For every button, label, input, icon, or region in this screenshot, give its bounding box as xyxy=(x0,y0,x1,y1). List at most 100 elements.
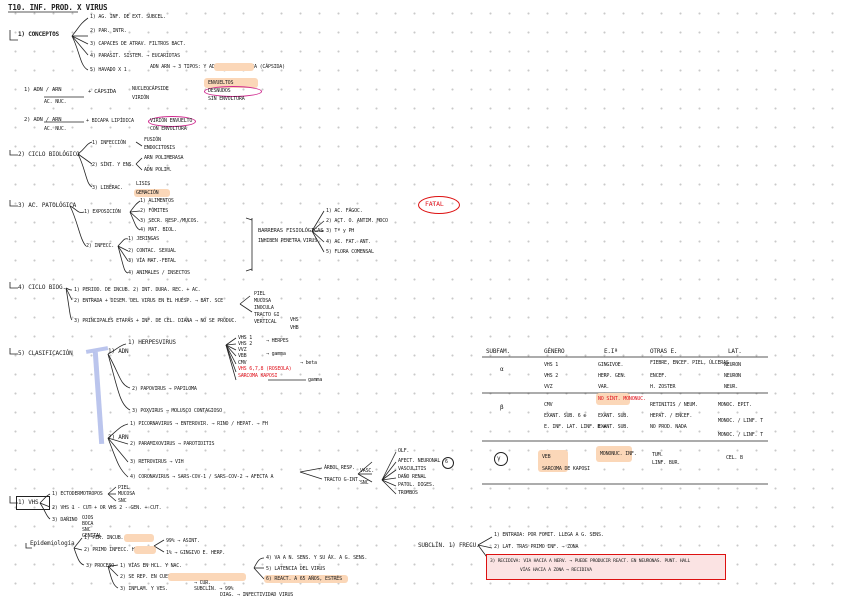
concepts-header: 1) CONCEPTOS xyxy=(18,31,59,38)
adn-item: 2) PAPOVIRUS → PAPILOMA xyxy=(132,386,197,392)
table-cell: CMV xyxy=(544,402,553,408)
herpes-red: SARCOMA KAPOSI xyxy=(238,373,278,379)
exposure: 1) EXPOSICIÓN xyxy=(84,209,121,215)
virion-out2: DESNUDOS xyxy=(208,88,231,94)
barrier-item: 3) Tª y PH xyxy=(326,228,355,234)
table-header: SUBFAM. xyxy=(486,348,510,355)
corona-target: SNC xyxy=(360,480,369,486)
table-cell: FIEBRE, ENCEF. PIEL, ÚLCERAS xyxy=(650,360,729,366)
table-cell: VAR. xyxy=(598,384,610,390)
epi-step: 5) LATENCIA DEL VIRUS xyxy=(266,566,326,572)
corona-target: ÁRBOL RESP. xyxy=(324,465,355,471)
barriers-sub: INHIBEN PENETRA VIRUS xyxy=(258,238,318,244)
highlight-gemacion xyxy=(134,189,170,197)
highlight-envueltos xyxy=(204,78,258,88)
circle-note: 6 xyxy=(445,459,448,465)
corona-effect: TROMBOS xyxy=(398,490,418,496)
cycle-branch: 1) INFECCIÓN xyxy=(92,140,126,146)
viroid-out2: CON ENVOLTURA xyxy=(150,126,187,132)
table-cell: TUM. xyxy=(652,452,664,458)
vhs-side: OJOS xyxy=(82,515,94,521)
proceso-item: 1) VÍAS EN HCL. Y NAC. xyxy=(120,563,182,569)
page-title: T10. INF. PROD. X VIRUS xyxy=(8,3,108,12)
bio-item: 3) PRINCIPALES ETAPAS + INF. DE CEL. DIA… xyxy=(74,318,237,324)
barrier-item: 4) AC. FAT. ANT. xyxy=(326,239,371,245)
subclin-item: VÍAS HACIA A ZONA → RECIDIVA xyxy=(520,568,592,573)
arn-item: 4) CORONAVIRUS → SARS-COV-1 / SARS-COV-2… xyxy=(130,474,274,480)
table-cell: MONOC. EPIT. xyxy=(718,402,752,408)
adn-item: 1) HERPESVIRUS xyxy=(128,339,176,346)
herpes-red: VHS 6,7,8 (ROSEOLA) xyxy=(238,366,292,372)
barriers: BARRERAS FISIOLÓGICAS xyxy=(258,228,324,234)
table-cell: EXANT. SUB. xyxy=(598,424,629,430)
vhs-item: 1) ECTODERMOTROPOS xyxy=(52,491,103,497)
alert-circle xyxy=(418,196,460,214)
concept-item: 5) HAVADO X 1 xyxy=(90,67,127,73)
table-cell: NO PROD. NADA xyxy=(650,424,687,430)
herpes-virus: VHS 2 xyxy=(238,341,253,347)
table-row: γ xyxy=(497,455,501,462)
subclin-item: 3) RECIDIVA: VIA HACIA A NERV. → PUEDE P… xyxy=(490,559,691,564)
vhs-item: 3) DAÑINO xyxy=(52,517,78,523)
virion-out3: SIN ENVOLTURA xyxy=(208,96,245,102)
pathogenic-header: 3) AC. PATOLÓGICA xyxy=(18,202,77,209)
herpes-note: → HERPES xyxy=(266,338,289,344)
virion-right-top: NUCLEOCÁPSIDE xyxy=(132,86,169,92)
corona-effect: OLF. xyxy=(398,448,410,454)
proceso-sub: DIAG. → INFECTIVIDAD VIRUS xyxy=(220,592,294,598)
proceso-item: 2) SE REP. EN CUELLO RU. ó ENDOCE xyxy=(120,574,213,580)
table-cell: NEURON xyxy=(724,362,741,368)
table-cell: NEUR. xyxy=(724,384,739,390)
vhs2: VHS 2 - GEN. + CUT. xyxy=(108,505,162,511)
table-header: GÉNERO xyxy=(544,348,565,355)
corona-effect: AFECT. NEURONAL xyxy=(398,458,441,464)
table-cell: RETINITIS / NEUM. xyxy=(650,402,698,408)
infection-item: 2) CONTAC. SEXUAL xyxy=(128,248,176,254)
barrier-item: 2) ACT. O. ANTIM. MOCO xyxy=(326,218,388,224)
table-cell: EXANT. SUB. xyxy=(598,413,629,419)
epi-form: 99% → ASINT. xyxy=(166,538,200,544)
infection-item: 1) JERINGAS xyxy=(128,236,159,242)
alert-text: FATAL xyxy=(425,200,444,208)
highlight-react xyxy=(264,575,348,583)
circle-marker xyxy=(494,452,508,466)
table-row: β xyxy=(500,404,504,411)
cycle-sub: ENDOCITOSIS xyxy=(144,145,175,151)
concept-item: 3) CAPACES DE ATRAV. FILTROS BACT. xyxy=(90,41,186,47)
pink-circle xyxy=(204,86,262,97)
concept-item: 1) AG. INF. DE EXT. SUBCEL. xyxy=(90,14,166,20)
epi-step: 6) REACT. A 65 AÑOS, ESTRÉS xyxy=(266,576,342,582)
barrier-item: 5) FLORA COMENSAL xyxy=(326,249,374,255)
cycle-branch: 3) LIBERAC. xyxy=(92,185,123,191)
subclin-header: SUBCLÍN. 1) FRECU. xyxy=(418,542,480,549)
arn-item: 3) RETROVIRUS → VIH xyxy=(130,459,184,465)
infection: 2) INFECC. xyxy=(86,243,115,249)
viroid-mid: + BICAPA LIPÍDICA xyxy=(86,118,134,124)
bio-cycle-header: 4) CICLO BIOG. xyxy=(18,284,66,291)
table-cell: ENCEF. xyxy=(650,373,667,379)
cycle-header: 2) CICLO BIOLÓGICO xyxy=(18,151,80,158)
table-cell: VHS 2 xyxy=(544,373,559,379)
arn-item: 1) PICORNAVIRUS → ENTEROVIR. → RINO / HE… xyxy=(130,421,268,427)
cycle-sub: LISIS xyxy=(136,181,151,187)
vhs-header: 1) VHS xyxy=(18,499,39,506)
corona-effect: PATOL. DIGES. xyxy=(398,482,435,488)
table-cell: H. ZOSTER xyxy=(650,384,676,390)
table-cell: EXANT. SUB. 6 ⊕ xyxy=(544,413,587,419)
exposure-item: 4) MAT. BIOL. xyxy=(140,227,177,233)
circle-marker xyxy=(442,457,454,469)
concept-item: 2) PAR. INTR. xyxy=(90,28,127,34)
epi-item: 1) PER. INCUB. 7 DÍAS xyxy=(84,535,144,541)
adn-label: 1) ADN xyxy=(108,348,129,355)
recidiva-box xyxy=(486,554,726,580)
highlight-mononuc-inf xyxy=(596,446,632,462)
exposure-item: 3) SECR. RESP./MUCOS. xyxy=(140,218,200,224)
table-cell: VHS 1 xyxy=(544,362,559,368)
proceso-item: 3) INFLAM. Y VES. xyxy=(120,586,168,592)
corona-effect: DAÑO RENAL xyxy=(398,474,427,480)
table-cell: MONONUC. INF. xyxy=(600,451,637,457)
table-row: α xyxy=(500,366,504,373)
highlight-cuello xyxy=(168,573,246,581)
epi-item: 3) PROCESO xyxy=(86,563,115,569)
table-cell: GINGIVOE. xyxy=(598,362,624,368)
